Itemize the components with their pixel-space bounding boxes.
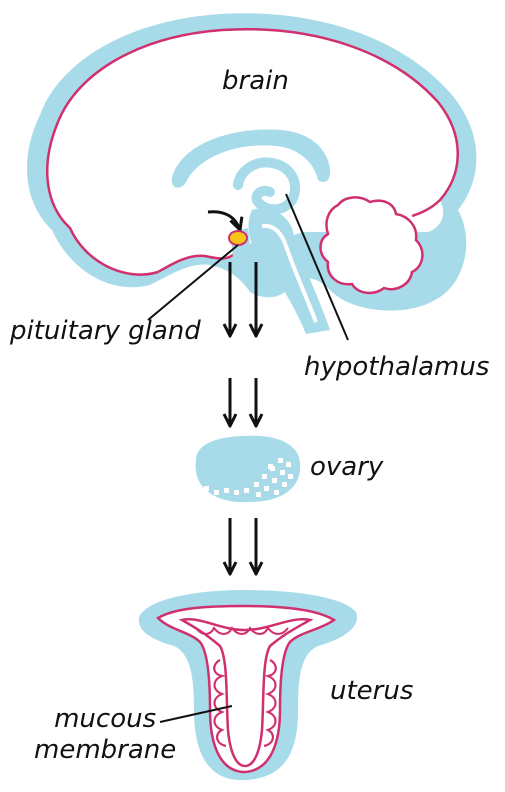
- hormone-arrows: [230, 262, 256, 574]
- brain: [27, 13, 476, 340]
- label-ovary: ovary: [310, 452, 383, 483]
- label-hypothalamus: hypothalamus: [304, 352, 489, 383]
- label-mucous: mucous: [34, 704, 176, 735]
- label-membrane: membrane: [34, 735, 176, 766]
- label-uterus: uterus: [330, 676, 413, 707]
- label-pituitary-gland: pituitary gland: [10, 316, 201, 347]
- pituitary-gland: [229, 231, 247, 245]
- label-mucous-membrane: mucous membrane: [34, 704, 176, 766]
- label-brain: brain: [222, 66, 289, 97]
- ovary: [196, 436, 301, 502]
